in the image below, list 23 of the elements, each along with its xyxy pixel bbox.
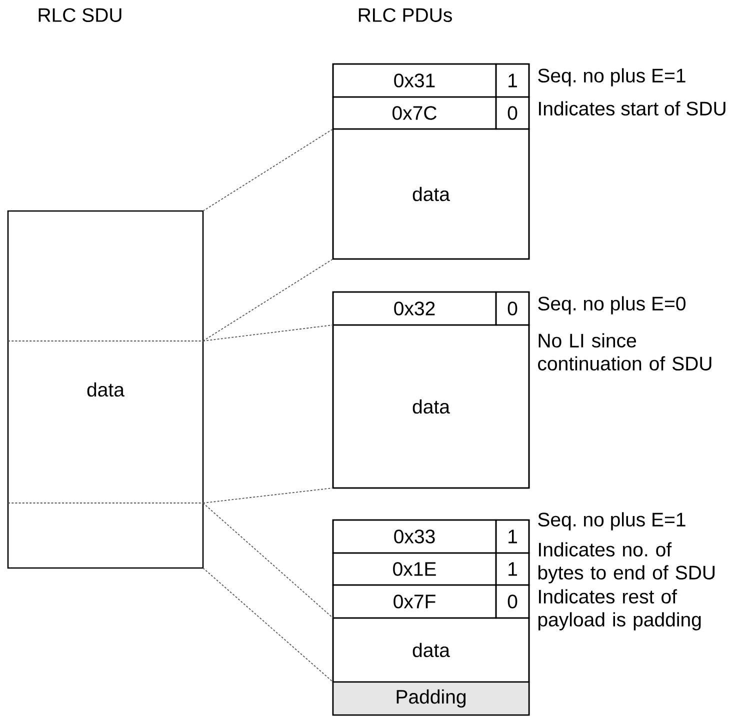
annotation-text: Seq. no plus E=0 [538,296,686,314]
field-cell: 0x1E [332,552,497,586]
field-cell: 0 [495,584,530,619]
field-cell: 0x33 [332,519,497,554]
mapping-line [202,258,334,342]
annotation-text: No LI since continuation of SDU [538,333,712,370]
field-cell: 0x7F [332,584,497,619]
field-cell: 1 [495,552,530,586]
annotation-text: Seq. no plus E=1 [538,68,686,86]
mapping-line [202,128,334,212]
mapping-line [202,324,334,342]
annotation-text: Seq. no plus E=1 [538,512,686,530]
mapping-line [202,502,334,618]
column-heading: RLC SDU [38,8,122,22]
annotation-text: Indicates start of SDU [539,101,726,116]
annotation-text: Indicates no. of bytes to end of SDU [538,542,715,584]
field-cell: 1 [495,519,530,554]
sdu-box: data [7,210,204,569]
annotation-text: Indicates rest of payload is padding [538,589,701,630]
padding-cell: Padding [332,681,530,716]
mapping-line [202,568,334,682]
mapping-line [202,488,334,504]
column-heading: RLC PDUs [358,8,452,22]
